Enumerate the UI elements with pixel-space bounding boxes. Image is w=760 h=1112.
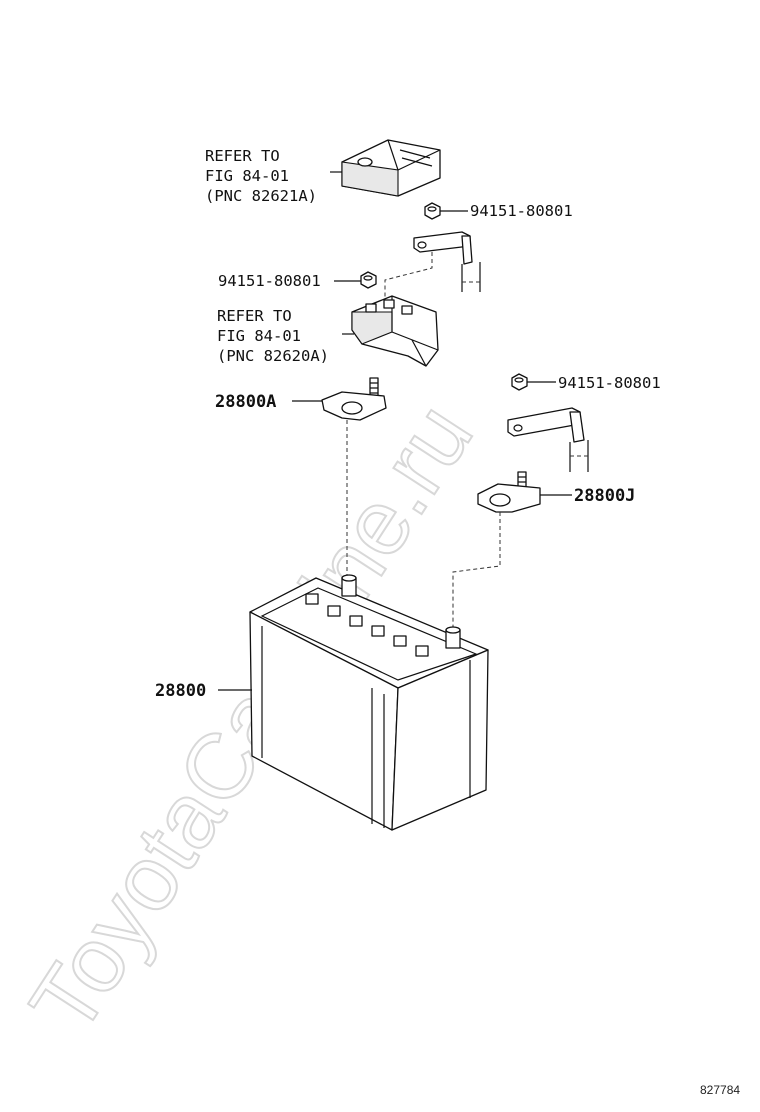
callout-terminal-neg: 28800A <box>215 392 276 412</box>
callout-cover-mid-line2: FIG 84-01 <box>217 327 301 345</box>
figure-number: 827784 <box>700 1083 740 1097</box>
callout-cover-mid-line3: (PNC 82620A) <box>217 347 329 365</box>
fuse-cover-top[interactable] <box>341 139 441 197</box>
callout-terminal-pos: 28800J <box>574 486 635 506</box>
terminal-28800J[interactable] <box>477 471 541 513</box>
callout-nut-top: 94151-80801 <box>470 202 573 220</box>
callout-nut-mid: 94151-80801 <box>218 272 321 290</box>
callout-cover-top-line2: FIG 84-01 <box>205 167 289 185</box>
cable-bracket-upper <box>413 231 481 292</box>
fuse-cover-mid[interactable] <box>351 295 439 367</box>
battery-28800[interactable] <box>249 574 489 831</box>
nut-top[interactable] <box>424 202 441 220</box>
terminal-28800A[interactable] <box>321 377 387 421</box>
callout-cover-top-line3: (PNC 82621A) <box>205 187 317 205</box>
callout-cover-mid-line1: REFER TO <box>217 307 292 325</box>
cable-bracket-right <box>507 407 589 472</box>
callout-battery: 28800 <box>155 681 206 701</box>
nut-mid[interactable] <box>360 271 377 289</box>
callout-nut-right: 94151-80801 <box>558 374 661 392</box>
callout-cover-top-line1: REFER TO <box>205 147 280 165</box>
nut-right[interactable] <box>511 373 528 391</box>
